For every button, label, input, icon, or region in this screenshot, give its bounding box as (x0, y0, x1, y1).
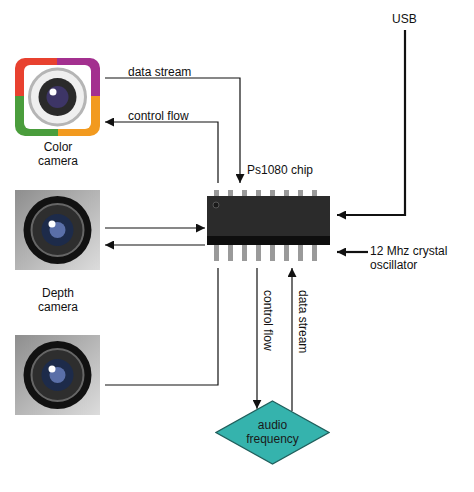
free-label: USB (392, 12, 417, 26)
camera-node: Color camera (10, 58, 105, 170)
edge-label: control flow (128, 109, 189, 123)
chip-side (207, 236, 330, 245)
chip-icon (207, 190, 330, 261)
icon-face (15, 335, 100, 415)
edge-label: control flow (261, 290, 275, 351)
camera-node: Depth camera (10, 188, 105, 418)
lens-ring (30, 69, 86, 125)
connector (105, 227, 205, 228)
depth-camera-icon (15, 335, 100, 415)
chip-node: Ps1080 chip (205, 183, 335, 268)
chip-notch (213, 202, 219, 208)
usb-wire (337, 30, 405, 215)
edge-label: data stream (296, 290, 310, 353)
connector-layer (105, 78, 292, 411)
node-label: audio frequency (240, 418, 305, 446)
lens-ring (24, 196, 92, 264)
color-camera-icon (15, 58, 100, 136)
connector (105, 244, 205, 245)
connector (291, 268, 292, 411)
lens (32, 349, 84, 401)
node-label: Depth camera (27, 286, 89, 314)
lens (39, 78, 77, 116)
connector (105, 268, 218, 385)
lens-glint (49, 221, 56, 228)
node-label: Color camera (32, 140, 84, 168)
free-label: 12 Mhz crystal oscillator (370, 244, 462, 272)
lens (32, 204, 84, 256)
diamond-shape (216, 401, 329, 464)
decision-diamond: audio frequency (215, 400, 330, 465)
lens-glint (50, 89, 57, 96)
lens-core (47, 86, 69, 108)
edge-label: data stream (128, 65, 191, 79)
lens-ring (24, 341, 92, 409)
lens-core (42, 214, 74, 246)
lens-core (42, 359, 74, 391)
connector (256, 268, 257, 409)
connector (105, 122, 218, 183)
connector (105, 78, 240, 183)
icon-face (24, 65, 91, 129)
icon-face (15, 190, 100, 270)
node-label: Ps1080 chip (247, 163, 337, 177)
chip-body (207, 196, 330, 236)
lens-glint (49, 366, 56, 373)
oscillator-wire (337, 251, 368, 253)
depth-camera-icon (15, 190, 100, 270)
